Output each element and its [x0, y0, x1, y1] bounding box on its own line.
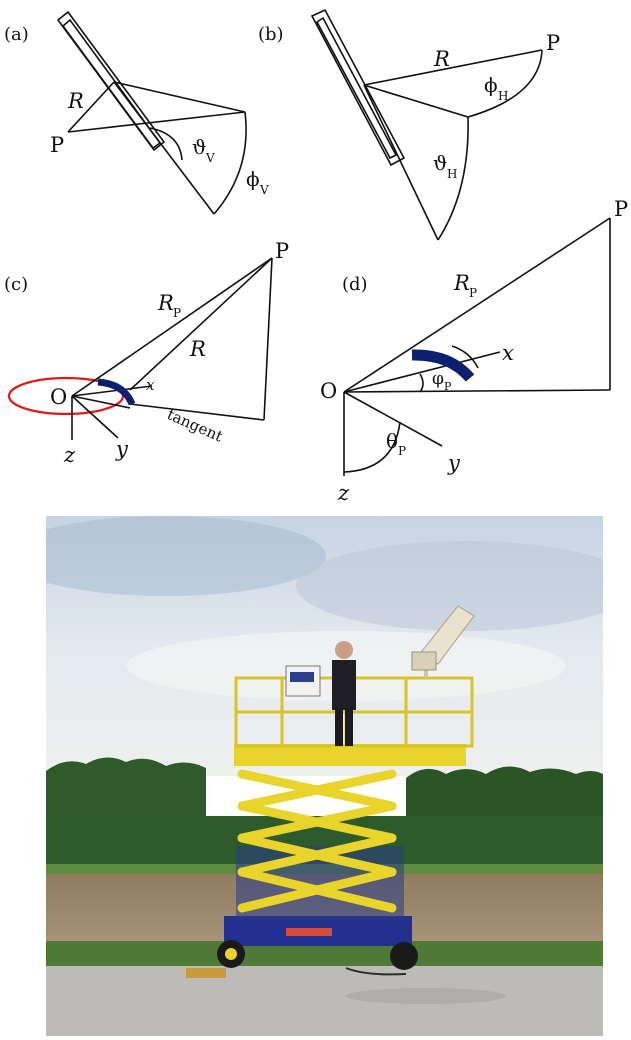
antenna-outer-rect [56, 10, 166, 152]
y-axis-d [343, 391, 443, 447]
y-axis-c [71, 395, 119, 439]
label-x-d: x [502, 341, 514, 365]
cloud [46, 516, 326, 596]
label-rp-d-sub: P [469, 286, 477, 300]
label-o-d: O [320, 379, 337, 403]
panel-a-label: (a) [4, 24, 29, 45]
label-theta-p-sub: P [398, 444, 406, 458]
label-x-c: x [146, 376, 155, 394]
label-phi-h: ϕ [484, 73, 498, 97]
label-rp-c: R [157, 291, 174, 315]
geometry-diagram: (a) R P ϑ V ϕ V (b) R P ϕ H ϑ H (c) [4, 8, 628, 505]
label-rp-c-sub: P [173, 306, 181, 320]
antenna-arc-d [411, 349, 475, 382]
line-p-to-arc [67, 111, 246, 133]
line-antenna-to-arc-top [113, 81, 246, 113]
tarmac-patch [346, 988, 506, 1004]
tangent-dir-c [71, 395, 131, 409]
label-o-c: O [50, 385, 67, 409]
label-theta-p: θ [386, 429, 398, 453]
label-r-c: R [189, 337, 206, 361]
wheel-icon [390, 942, 418, 970]
label-theta-h: ϑ [433, 151, 447, 175]
equipment-screen [290, 672, 314, 682]
x-axis-d [343, 351, 501, 393]
phi-p-arc [419, 373, 424, 393]
label-phi-v: ϕ [246, 167, 260, 191]
line-antenna-to-arc-b [363, 84, 469, 118]
label-rp-d: R [453, 271, 470, 295]
label-r-a: R [67, 89, 84, 113]
panel-c-label: (c) [4, 274, 28, 295]
label-theta-h-sub: H [447, 167, 457, 181]
phi-v-arc [213, 111, 247, 215]
label-y-c: y [115, 437, 129, 461]
tarmac [46, 966, 603, 1036]
label-z-c: z [63, 443, 76, 467]
line-o-to-p-d [343, 217, 611, 393]
line-o-to-right-d [343, 389, 611, 393]
label-z-d: z [337, 481, 350, 505]
line-antenna-to-p-b [363, 49, 543, 86]
antenna-horn-icon [411, 605, 475, 678]
label-phi-p: φ [432, 369, 444, 389]
label-p-a: P [50, 133, 64, 157]
label-phi-h-sub: H [498, 89, 508, 103]
antenna-inner-rect-b [315, 16, 398, 160]
theta-h-arc [437, 116, 469, 241]
antenna-arc-c [97, 378, 136, 406]
theta-v-arc [149, 127, 183, 161]
panel-d-label: (d) [342, 274, 368, 295]
person-icon [332, 641, 356, 746]
panel-d: (d) R P P O x y z φ P θ P [320, 197, 628, 505]
line-o-to-p [71, 257, 273, 397]
x-rotation-arc [451, 345, 479, 369]
label-theta-v: ϑ [192, 135, 206, 159]
antenna-outer-rect-b [310, 8, 406, 167]
line-antenna-to-bottom-b [363, 84, 439, 241]
panel-b-label: (b) [258, 24, 284, 45]
label-phi-v-sub: V [259, 183, 269, 197]
label-p-d: P [614, 197, 628, 221]
line-p-down [263, 257, 273, 421]
cloud [296, 541, 603, 631]
label-p-c: P [275, 239, 289, 263]
line-antenna-to-p [67, 81, 115, 133]
tangent-line [129, 403, 265, 421]
x-axis-c [71, 385, 153, 397]
panel-c: (c) R P R P O x y z tangent [4, 239, 289, 467]
phi-h-arc [467, 49, 543, 118]
label-theta-v-sub: V [205, 151, 215, 165]
line-antenna-to-arc-bottom [113, 81, 215, 215]
line-arc-to-p [129, 257, 273, 391]
wheel-hub [225, 948, 237, 960]
scissor-arms [237, 769, 397, 913]
label-r-b: R [433, 47, 450, 71]
lift-platform [234, 744, 466, 766]
ground-cable [345, 967, 407, 976]
ground-equipment [186, 968, 226, 978]
panel-b: (b) R P ϕ H ϑ H [258, 8, 560, 241]
label-p-b: P [546, 31, 560, 55]
test-site-photo [46, 516, 603, 1036]
theta-p-arc [343, 421, 401, 473]
base-sign [286, 928, 332, 936]
label-phi-p-sub: P [444, 380, 452, 393]
label-y-d: y [447, 451, 461, 475]
panel-a: (a) R P ϑ V ϕ V [4, 10, 269, 215]
